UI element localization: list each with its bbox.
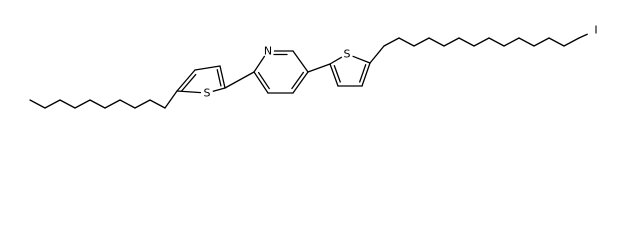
octyl-chain-bond — [164, 90, 178, 109]
thiophene-right-bond — [351, 55, 371, 64]
octyl-chain-bond — [119, 99, 136, 109]
thiophene-right-double-bond — [333, 64, 341, 83]
atom-label-layer: N S S I — [201, 24, 601, 100]
thiophene-left-bond — [194, 65, 221, 71]
ring-link-bond — [307, 63, 331, 73]
octyl-chain-bond — [89, 99, 106, 109]
decyl-chain-bond — [443, 37, 460, 47]
decyl-chain-bond — [548, 37, 565, 47]
pyridine-double-bond — [291, 71, 305, 90]
ring-link-bond — [224, 71, 255, 89]
octyl-chain-bond — [44, 99, 61, 109]
thiophene-right-double-bond — [359, 64, 367, 83]
thiophene-left-bond — [176, 90, 202, 94]
decyl-chain-bond — [533, 37, 550, 47]
thiophene-left-double-bond — [180, 73, 197, 92]
molecule-structure-diagram: N S S I — [29, 23, 601, 109]
decyl-chain-bond — [369, 45, 385, 64]
sulfur-label-left: S — [204, 87, 211, 100]
sulfur-atom-right: S — [341, 48, 353, 61]
octyl-chain-bond — [104, 99, 121, 109]
decyl-chain-bond — [458, 37, 475, 47]
decyl-chain-bond — [428, 37, 445, 47]
sulfur-label-right: S — [344, 48, 351, 61]
iodine-label: I — [594, 24, 597, 37]
decyl-chain-bond — [578, 33, 588, 39]
decyl-chain-bond — [383, 37, 400, 47]
pyridine-bond — [292, 50, 309, 73]
octyl-chain-bond — [29, 99, 46, 109]
decyl-chain-bond — [488, 37, 505, 47]
decyl-chain-bond — [398, 37, 415, 47]
octyl-chain-bond — [134, 99, 151, 109]
nitrogen-atom: N — [262, 45, 274, 58]
thiophene-right-bond — [329, 56, 343, 65]
pyridine-double-bond — [257, 71, 270, 90]
pyridine-bond — [253, 55, 266, 73]
pyridine-bond — [292, 71, 309, 94]
thiophene-left-double-bond — [216, 69, 222, 87]
thiophene-left-bond — [219, 65, 226, 89]
iodine-atom: I — [591, 24, 601, 37]
pyridine-bond — [253, 71, 269, 94]
decyl-chain-bond — [503, 37, 520, 47]
decyl-chain-bond — [473, 37, 490, 47]
octyl-chain-bond — [149, 99, 166, 109]
decyl-chain-bond — [518, 37, 535, 47]
thiophene-right-bond — [361, 62, 371, 87]
thiophene-right-bond — [329, 63, 339, 87]
nitrogen-label: N — [264, 45, 272, 58]
sulfur-atom-left: S — [201, 87, 213, 100]
decyl-chain-bond — [563, 37, 580, 47]
octyl-chain-bond — [74, 99, 91, 109]
bond-layer — [29, 33, 588, 109]
thiophene-left-bond — [212, 87, 226, 93]
octyl-chain-bond — [59, 99, 76, 109]
decyl-chain-bond — [413, 37, 430, 47]
thiophene-left-bond — [176, 69, 196, 92]
